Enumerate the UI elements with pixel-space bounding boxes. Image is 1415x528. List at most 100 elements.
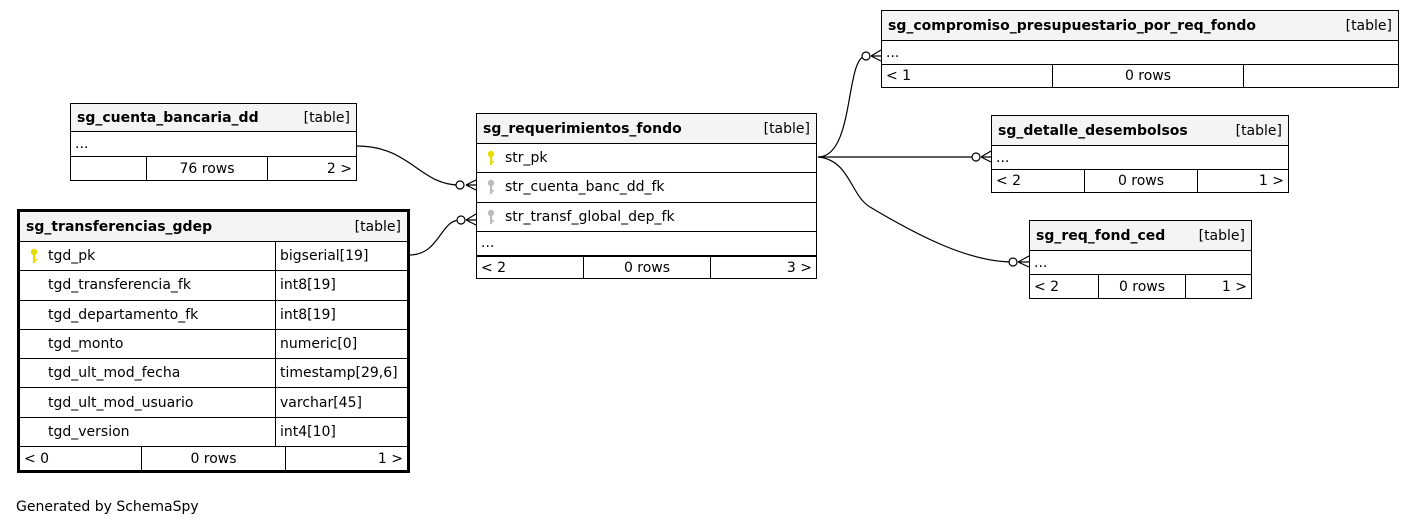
table-footer: < 2 0 rows 3 > — [477, 255, 816, 279]
ellipsis-row: ... — [992, 146, 1288, 170]
footer-parents: < 2 — [996, 173, 1022, 189]
table-header: sg_transferencias_gdep [table] — [20, 212, 407, 242]
table-sg-req-fond-ced[interactable]: sg_req_fond_ced [table] ... < 2 0 rows 1… — [1029, 220, 1252, 299]
column-name: str_transf_global_dep_fk — [505, 208, 675, 225]
column-type: int8[19] — [275, 271, 407, 300]
column-name: tgd_transferencia_fk — [48, 277, 191, 294]
table-sg-transferencias-gdep[interactable]: sg_transferencias_gdep [table] tgd_pk big… — [17, 209, 410, 473]
table-name: sg_transferencias_gdep — [26, 218, 213, 235]
column-name: tgd_version — [48, 423, 130, 440]
table-kind: [table] — [1198, 227, 1245, 244]
ellipsis-row: ... — [477, 232, 816, 256]
generated-by-credit: Generated by SchemaSpy — [16, 499, 199, 515]
footer-rows: 76 rows — [146, 157, 268, 180]
table-name: sg_requerimientos_fondo — [483, 120, 682, 137]
footer-rows: 0 rows — [1084, 170, 1198, 192]
column-name: str_pk — [505, 150, 548, 167]
footer-children: 1 > — [377, 451, 403, 468]
table-footer: < 2 0 rows 1 > — [992, 170, 1288, 192]
footer-parents: < 2 — [1034, 278, 1060, 295]
footer-parents — [71, 157, 146, 180]
table-footer: < 2 0 rows 1 > — [1030, 275, 1251, 298]
relation-requerimientos-ced — [817, 156, 1014, 263]
relation-requerimientos-compromiso — [817, 55, 867, 158]
table-name: sg_cuenta_bancaria_dd — [77, 109, 259, 126]
table-header: sg_compromiso_presupuestario_por_req_fon… — [882, 11, 1398, 41]
key-icon — [485, 179, 497, 195]
column-row[interactable]: tgd_pk bigserial[19] — [20, 242, 407, 272]
footer-parents: < 2 — [481, 259, 507, 276]
key-placeholder — [28, 365, 40, 381]
column-name: tgd_ult_mod_usuario — [48, 394, 194, 411]
footer-children: 3 > — [786, 259, 812, 276]
column-row[interactable]: tgd_departamento_fk int8[19] — [20, 300, 407, 330]
column-row[interactable]: str_pk — [477, 144, 816, 174]
key-placeholder — [28, 307, 40, 323]
table-header: sg_requerimientos_fondo [table] — [477, 114, 816, 144]
ellipsis: ... — [75, 136, 89, 152]
footer-children: 1 > — [1221, 278, 1247, 295]
column-row[interactable]: str_transf_global_dep_fk — [477, 203, 816, 232]
table-header: sg_detalle_desembolsos [table] — [992, 116, 1288, 146]
column-row[interactable]: tgd_version int4[10] — [20, 417, 407, 448]
ellipsis-row: ... — [71, 132, 356, 157]
footer-parents: < 1 — [886, 68, 912, 84]
footer-rows: 0 rows — [583, 256, 711, 279]
column-type: int8[19] — [275, 300, 407, 329]
table-kind: [table] — [1235, 122, 1282, 139]
footer-rows: 0 rows — [1052, 65, 1244, 87]
column-name: tgd_pk — [48, 248, 96, 265]
key-icon — [485, 209, 497, 225]
table-name: sg_req_fond_ced — [1036, 227, 1166, 244]
table-sg-detalle-desembolsos[interactable]: sg_detalle_desembolsos [table] ... < 2 0… — [991, 115, 1289, 193]
key-icon — [485, 150, 497, 166]
table-kind: [table] — [354, 218, 401, 235]
key-icon — [28, 248, 40, 264]
ellipsis-row: ... — [882, 41, 1398, 65]
ellipsis: ... — [886, 44, 900, 61]
column-row[interactable]: tgd_monto numeric[0] — [20, 329, 407, 360]
column-row[interactable]: str_cuenta_banc_dd_fk — [477, 173, 816, 203]
ellipsis: ... — [1034, 254, 1048, 271]
ellipsis-row: ... — [1030, 251, 1251, 275]
column-type: varchar[45] — [275, 388, 407, 417]
ellipsis: ... — [996, 149, 1010, 166]
table-header: sg_cuenta_bancaria_dd [table] — [71, 104, 356, 132]
table-name: sg_detalle_desembolsos — [998, 122, 1188, 139]
footer-parents: < 0 — [24, 451, 50, 468]
footer-children: 2 > — [326, 160, 352, 177]
column-type: numeric[0] — [275, 329, 407, 359]
column-type: int4[10] — [275, 417, 407, 447]
ellipsis: ... — [481, 235, 495, 252]
column-type: timestamp[29,6] — [275, 359, 407, 388]
key-placeholder — [28, 277, 40, 293]
table-name: sg_compromiso_presupuestario_por_req_fon… — [888, 17, 1257, 34]
column-row[interactable]: tgd_ult_mod_usuario varchar[45] — [20, 388, 407, 418]
key-placeholder — [28, 395, 40, 411]
key-placeholder — [28, 424, 40, 440]
relation-cuenta-requerimientos — [356, 145, 460, 186]
column-type: bigserial[19] — [275, 242, 407, 271]
table-footer: < 0 0 rows 1 > — [20, 447, 407, 472]
relation-transferencias-requerimientos — [408, 219, 461, 256]
column-row[interactable]: tgd_ult_mod_fecha timestamp[29,6] — [20, 359, 407, 389]
table-kind: [table] — [1345, 17, 1392, 34]
table-sg-cuenta-bancaria-dd[interactable]: sg_cuenta_bancaria_dd [table] ... 76 row… — [70, 103, 357, 181]
column-row[interactable]: tgd_transferencia_fk int8[19] — [20, 271, 407, 301]
footer-rows: 0 rows — [1098, 275, 1186, 298]
column-name: tgd_monto — [48, 336, 124, 353]
table-kind: [table] — [303, 109, 350, 126]
table-footer: 76 rows 2 > — [71, 157, 356, 180]
footer-children: 1 > — [1258, 173, 1284, 189]
table-header: sg_req_fond_ced [table] — [1030, 221, 1251, 251]
footer-children — [1244, 65, 1398, 87]
column-name: tgd_departamento_fk — [48, 306, 199, 323]
table-footer: < 1 0 rows — [882, 65, 1398, 87]
table-sg-compromiso-presupuestario-por-req-fondo[interactable]: sg_compromiso_presupuestario_por_req_fon… — [881, 10, 1399, 88]
table-kind: [table] — [763, 120, 810, 137]
column-name: tgd_ult_mod_fecha — [48, 365, 181, 382]
column-name: str_cuenta_banc_dd_fk — [505, 179, 665, 196]
footer-rows: 0 rows — [141, 447, 286, 472]
